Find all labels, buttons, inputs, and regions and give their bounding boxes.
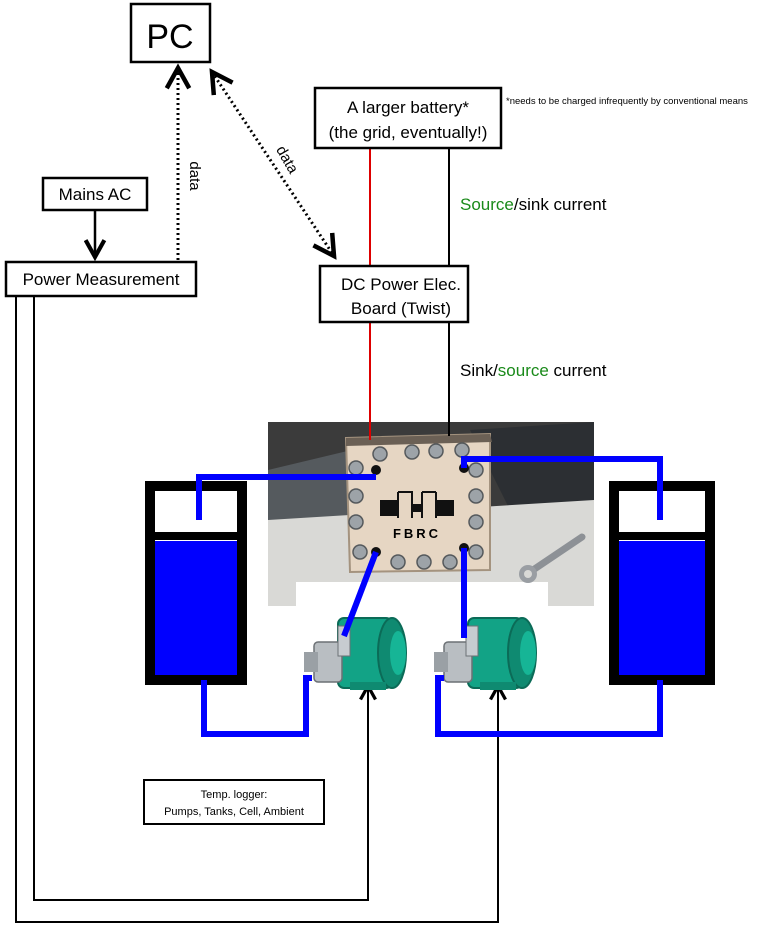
pc-box: PC <box>129 2 212 64</box>
dc-board-box: DC Power Elec. Board (Twist) <box>318 264 470 324</box>
power-measurement-box: Power Measurement <box>4 260 198 298</box>
right-supply-tube <box>435 675 663 737</box>
upper-current-label: Source/sink current <box>460 195 607 214</box>
cell-bolts <box>348 442 484 570</box>
upper-current-rest: /sink current <box>514 195 607 214</box>
right-return-tube <box>461 456 663 520</box>
battery-box: A larger battery* (the grid, eventually!… <box>313 86 503 150</box>
mains-box: Mains AC <box>41 176 149 212</box>
temp-logger-line2: Pumps, Tanks, Cell, Ambient <box>164 806 304 818</box>
wires <box>15 148 498 923</box>
lower-current-rest: current <box>549 361 607 380</box>
power-measurement-label: Power Measurement <box>23 270 180 289</box>
left-supply-tube <box>201 675 312 737</box>
pump-right-power-line <box>15 296 498 923</box>
lower-current-label: Sink/source current <box>460 361 607 380</box>
left-pump-to-cell-tube <box>341 550 379 638</box>
left-return-tube <box>196 474 376 520</box>
mains-label: Mains AC <box>59 185 132 204</box>
upper-current-source-word: Source <box>460 195 514 214</box>
flow-cell: FBRC <box>344 432 492 574</box>
battery-label-line1: A larger battery* <box>347 98 469 117</box>
dc-board-label-line1: DC Power Elec. <box>341 275 461 294</box>
battery-footnote: *needs to be charged infrequently by con… <box>506 96 748 107</box>
electrolyte-tubing <box>196 456 663 737</box>
fbrc-logo: FBRC <box>380 491 454 541</box>
temp-logger-line1: Temp. logger: <box>201 789 268 801</box>
cell-photo: FBRC <box>268 422 594 612</box>
data-link-dc-pc <box>212 72 334 256</box>
lower-current-source-word: source <box>498 361 549 380</box>
pc-label: PC <box>146 18 193 56</box>
dc-board-label-line2: Board (Twist) <box>351 299 451 318</box>
battery-label-line2: (the grid, eventually!) <box>329 123 488 142</box>
pump-left-power-line <box>33 296 368 901</box>
left-pump <box>304 617 407 690</box>
lower-current-sink-word: Sink/ <box>460 361 498 380</box>
cell-logo-text: FBRC <box>393 526 441 541</box>
temp-logger-box: Temp. logger: Pumps, Tanks, Cell, Ambien… <box>143 779 325 825</box>
data-links: data data <box>178 68 334 260</box>
data-label-right: data <box>272 143 302 177</box>
data-label-left: data <box>186 161 203 191</box>
wrench-icon <box>519 533 586 583</box>
right-pump <box>434 617 537 690</box>
